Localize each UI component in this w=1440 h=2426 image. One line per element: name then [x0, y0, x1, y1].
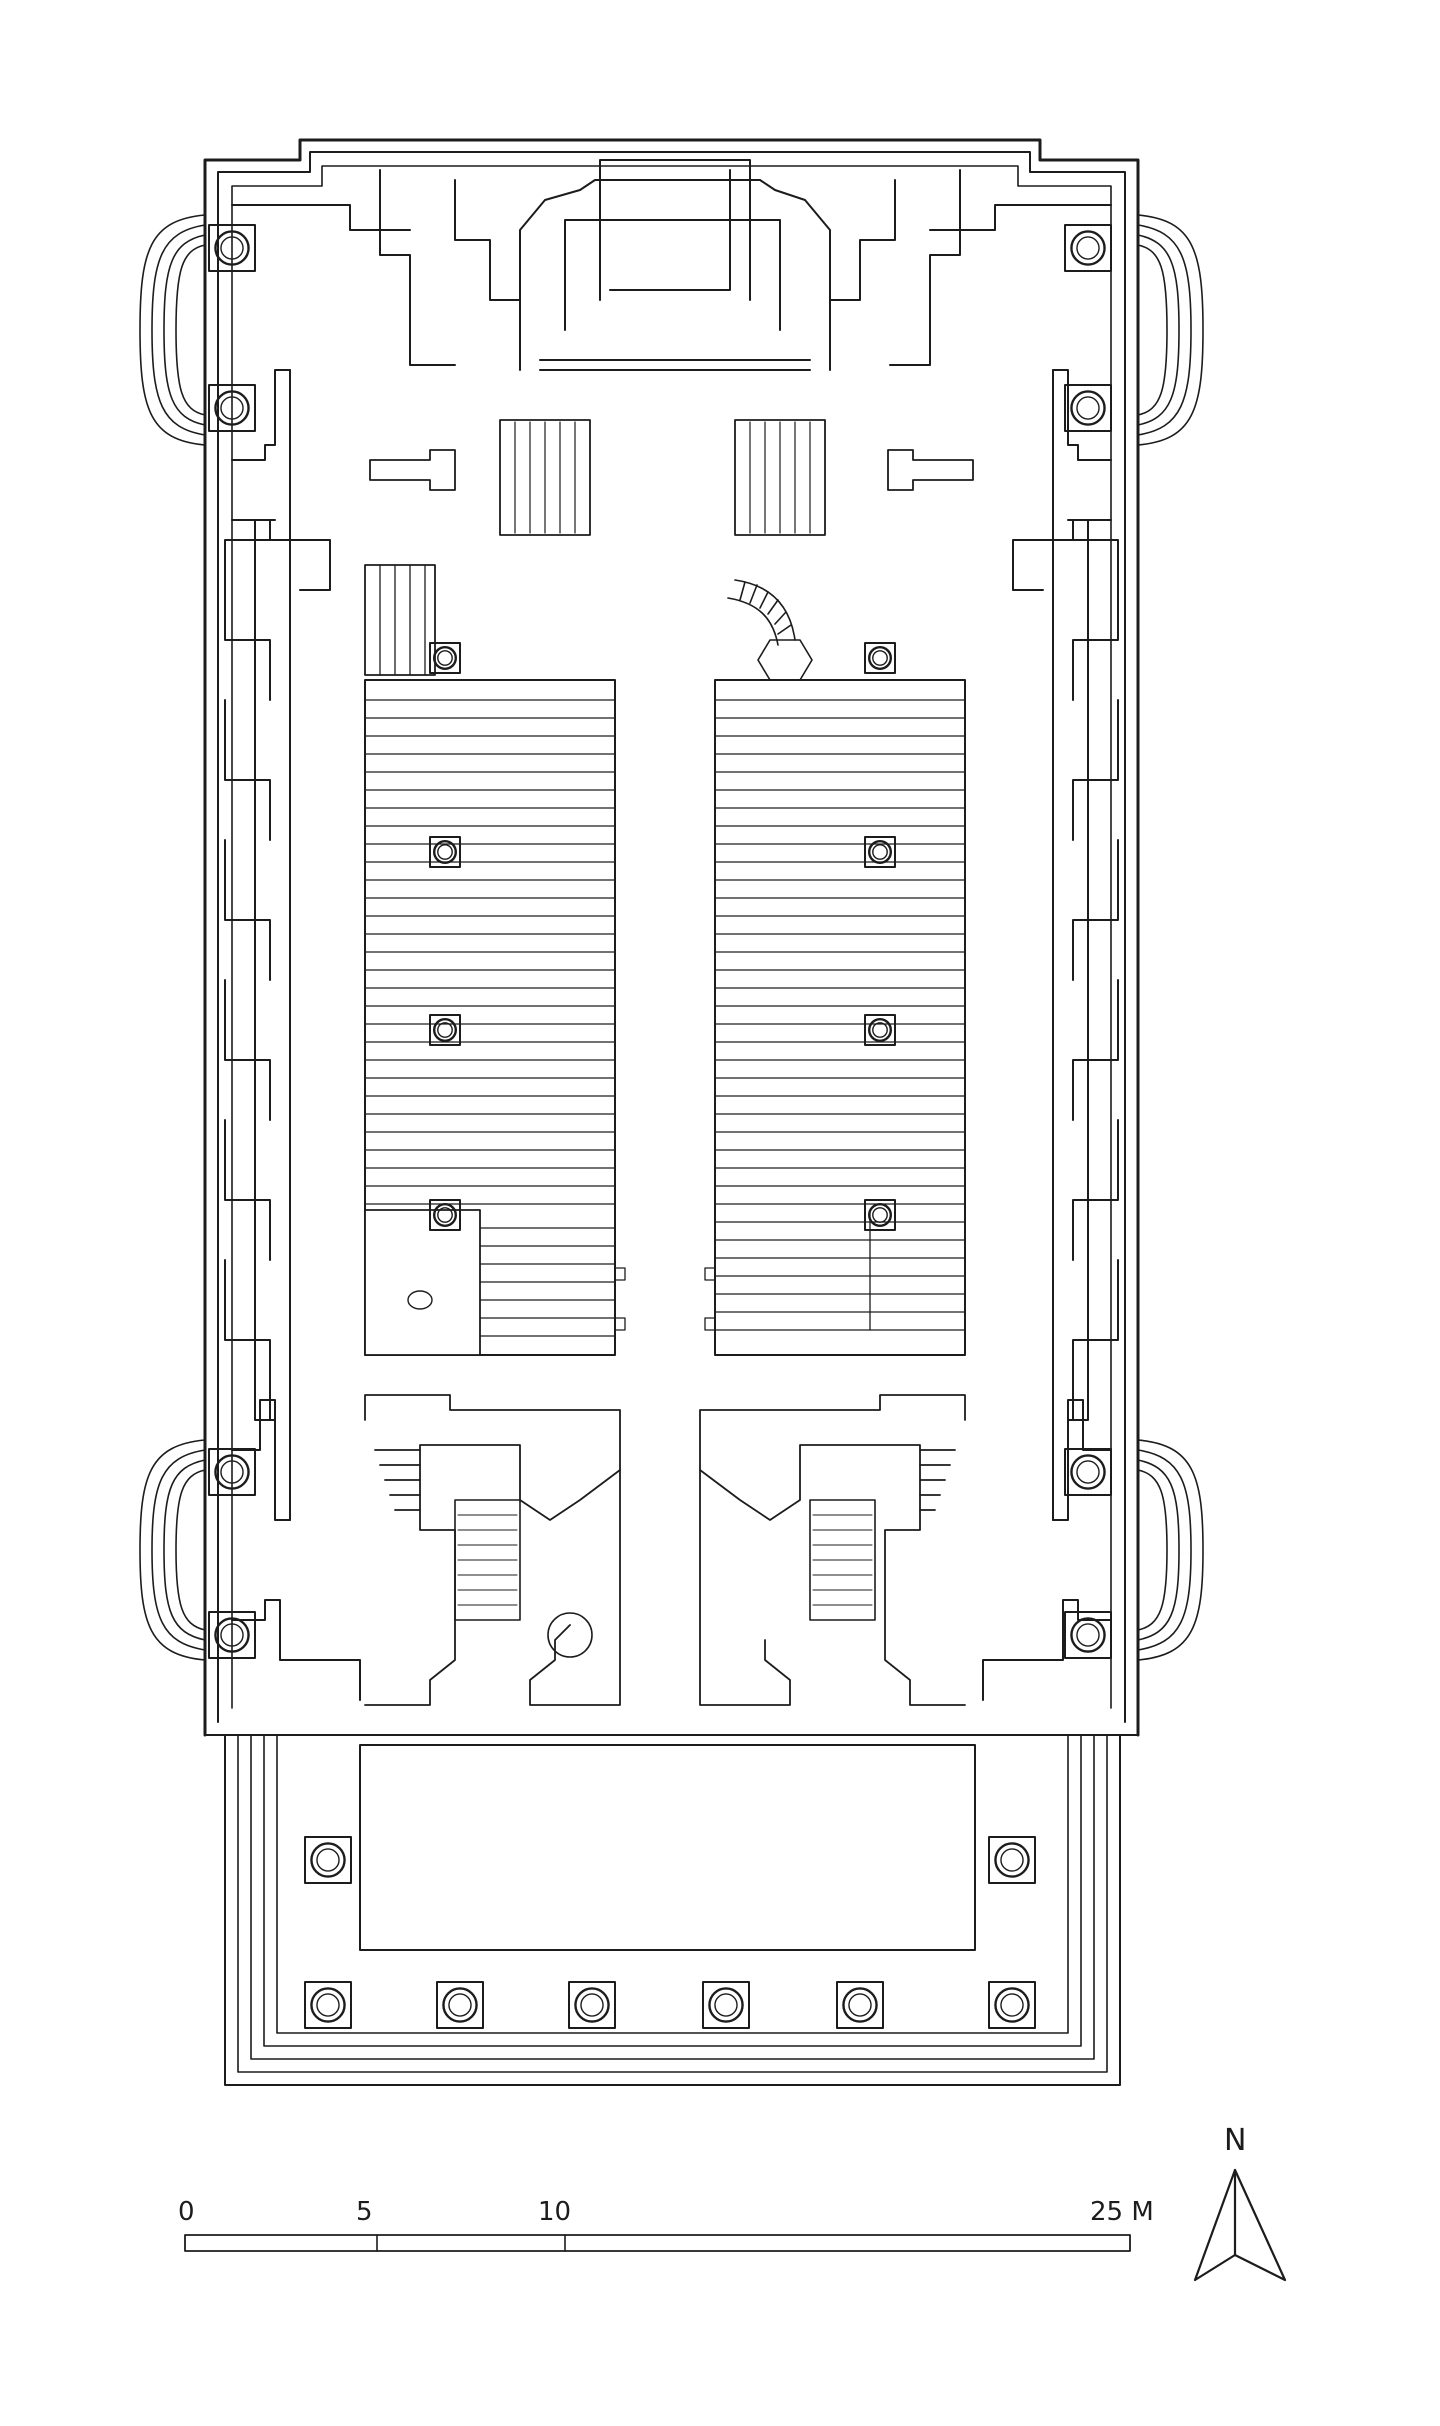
outer-walls — [203, 138, 1140, 1737]
pulpit — [727, 579, 813, 681]
scale-label-10: 10 — [538, 2197, 571, 2227]
portico — [224, 1734, 1121, 2086]
column-23 — [836, 1981, 884, 2029]
columns — [208, 224, 1112, 2029]
scale-label-0: 0 — [178, 2197, 195, 2227]
scale-label-end: 25 M — [1090, 2197, 1154, 2227]
pews-east — [704, 679, 966, 1356]
south-stairs-east — [699, 1394, 966, 1706]
column-15 — [429, 1199, 461, 1231]
column-17 — [304, 1836, 352, 1884]
column-5 — [208, 1448, 256, 1496]
column-20 — [436, 1981, 484, 2029]
south-stairs-west — [364, 1394, 621, 1706]
north-arrow: N — [1193, 2123, 1287, 2282]
column-12 — [864, 836, 896, 868]
column-22 — [702, 1981, 750, 2029]
column-2 — [1064, 224, 1112, 272]
scale-bar: 0 5 10 25 M — [178, 2197, 1154, 2252]
column-18 — [988, 1836, 1036, 1884]
column-7 — [208, 1611, 256, 1659]
column-11 — [429, 836, 461, 868]
column-3 — [208, 384, 256, 432]
column-21 — [568, 1981, 616, 2029]
column-9 — [429, 642, 461, 674]
column-8 — [1064, 1611, 1112, 1659]
column-16 — [864, 1199, 896, 1231]
east-wall-piers — [982, 369, 1119, 1701]
west-wall-piers — [224, 369, 361, 1701]
column-14 — [864, 1014, 896, 1046]
column-24 — [988, 1981, 1036, 2029]
column-4 — [1064, 384, 1112, 432]
scale-bar-frame — [184, 2234, 1131, 2252]
column-19 — [304, 1981, 352, 2029]
column-13 — [429, 1014, 461, 1046]
column-6 — [1064, 1448, 1112, 1496]
column-10 — [864, 642, 896, 674]
corner-steps — [139, 214, 1204, 1661]
north-label: N — [1224, 2123, 1246, 2158]
scale-label-5: 5 — [356, 2197, 373, 2227]
column-1 — [208, 224, 256, 272]
north-sanctuary — [231, 159, 1112, 371]
altar-steps — [514, 421, 811, 534]
altar-tables — [369, 419, 974, 536]
pews-west — [364, 564, 626, 1356]
north-arrow-icon — [1193, 2168, 1287, 2282]
